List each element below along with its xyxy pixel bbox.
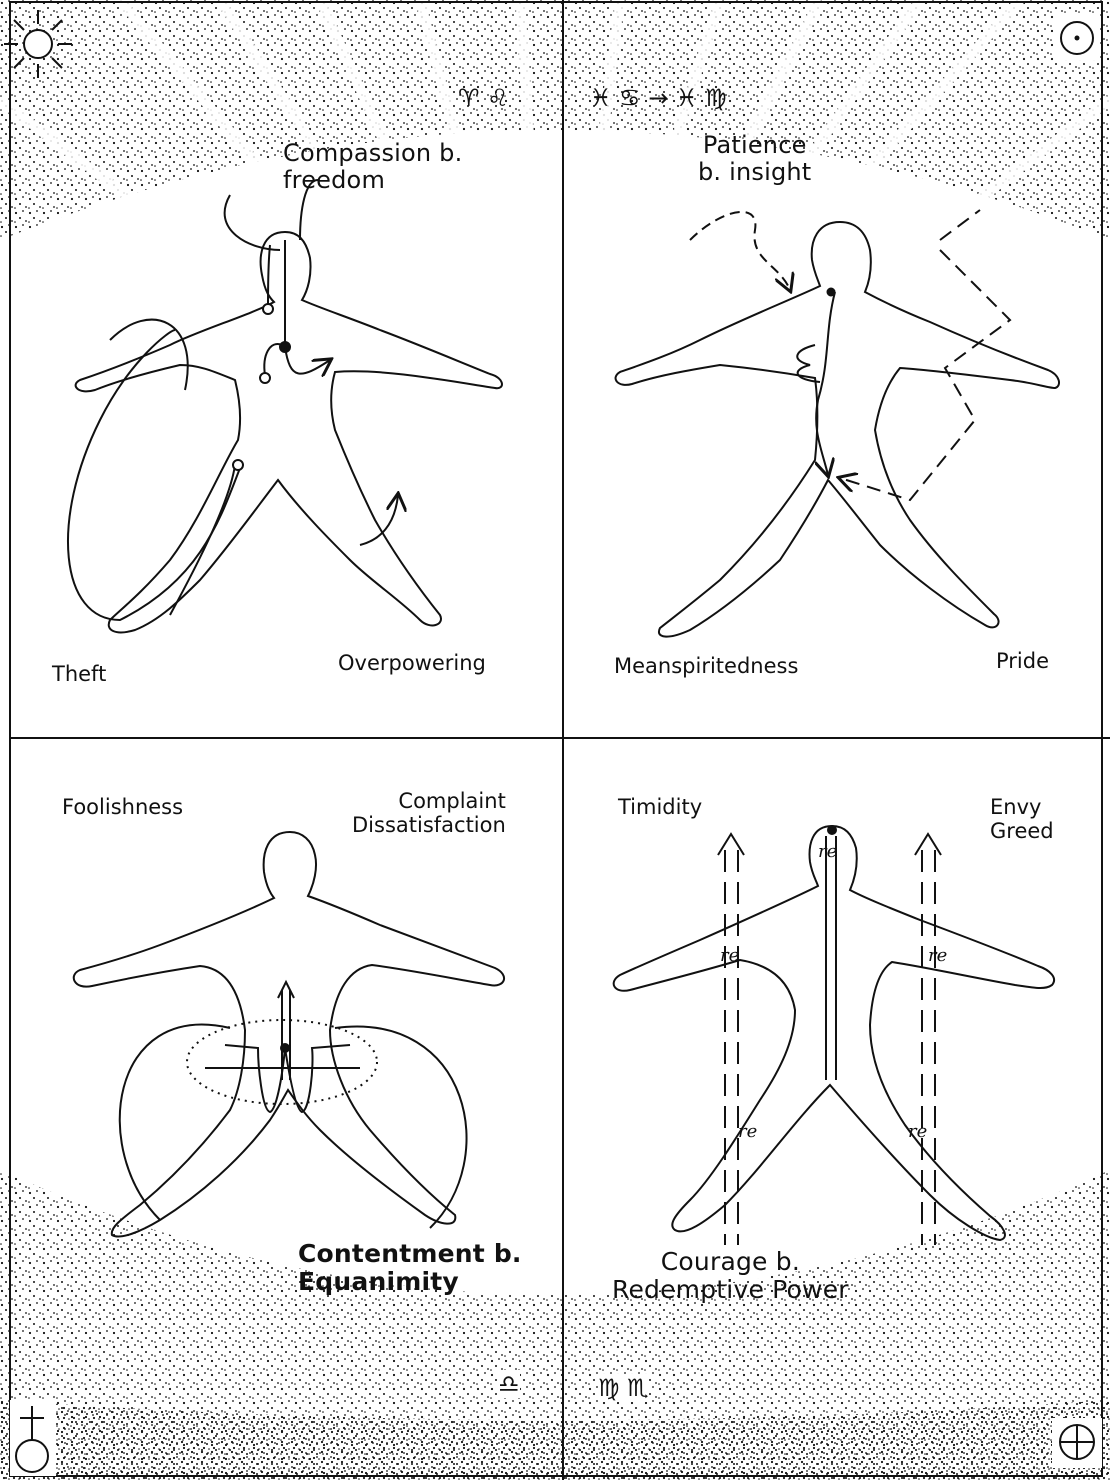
vice-label-timidity: Timidity	[618, 796, 702, 820]
vice-label-pride: Pride	[996, 650, 1049, 674]
astro-sign-bottom-left: ♎	[498, 1370, 520, 1398]
vice-label-overpowering: Overpowering	[338, 652, 486, 676]
virtue-label-top-left: Compassion b. freedom	[283, 140, 462, 194]
sun-rays-icon	[4, 10, 72, 78]
astro-signs-bottom-right: ♍ ♏	[598, 1374, 649, 1402]
vice-label-foolishness: Foolishness	[62, 796, 183, 820]
virtue-label-bottom-right: Courage b. Redemptive Power	[612, 1248, 849, 1304]
vice-label-envy-greed: Envy Greed	[990, 796, 1054, 843]
venus-cross-icon	[10, 1400, 56, 1476]
body-mark-right-arm: re	[928, 946, 947, 966]
body-mark-head: re	[818, 842, 837, 862]
astro-signs-top-left: ♈ ♌	[458, 84, 509, 112]
body-mark-left-arm: re	[720, 946, 739, 966]
virtue-label-top-right: Patience b. insight	[698, 132, 811, 186]
earth-cross-icon	[1052, 1418, 1102, 1468]
virtue-label-bottom-left: Contentment b. Equanimity	[298, 1240, 522, 1296]
sun-circle-dot-icon	[1054, 14, 1100, 60]
vice-label-meanspiritedness: Meanspiritedness	[614, 655, 798, 679]
body-mark-left-leg: re	[738, 1122, 757, 1142]
vice-label-complaint: Complaint Dissatisfaction	[352, 790, 506, 837]
body-mark-right-leg: re	[908, 1122, 927, 1142]
vice-label-theft: Theft	[52, 663, 106, 687]
astro-signs-top-right: ♓ ♋ → ♓ ♍	[590, 84, 727, 112]
